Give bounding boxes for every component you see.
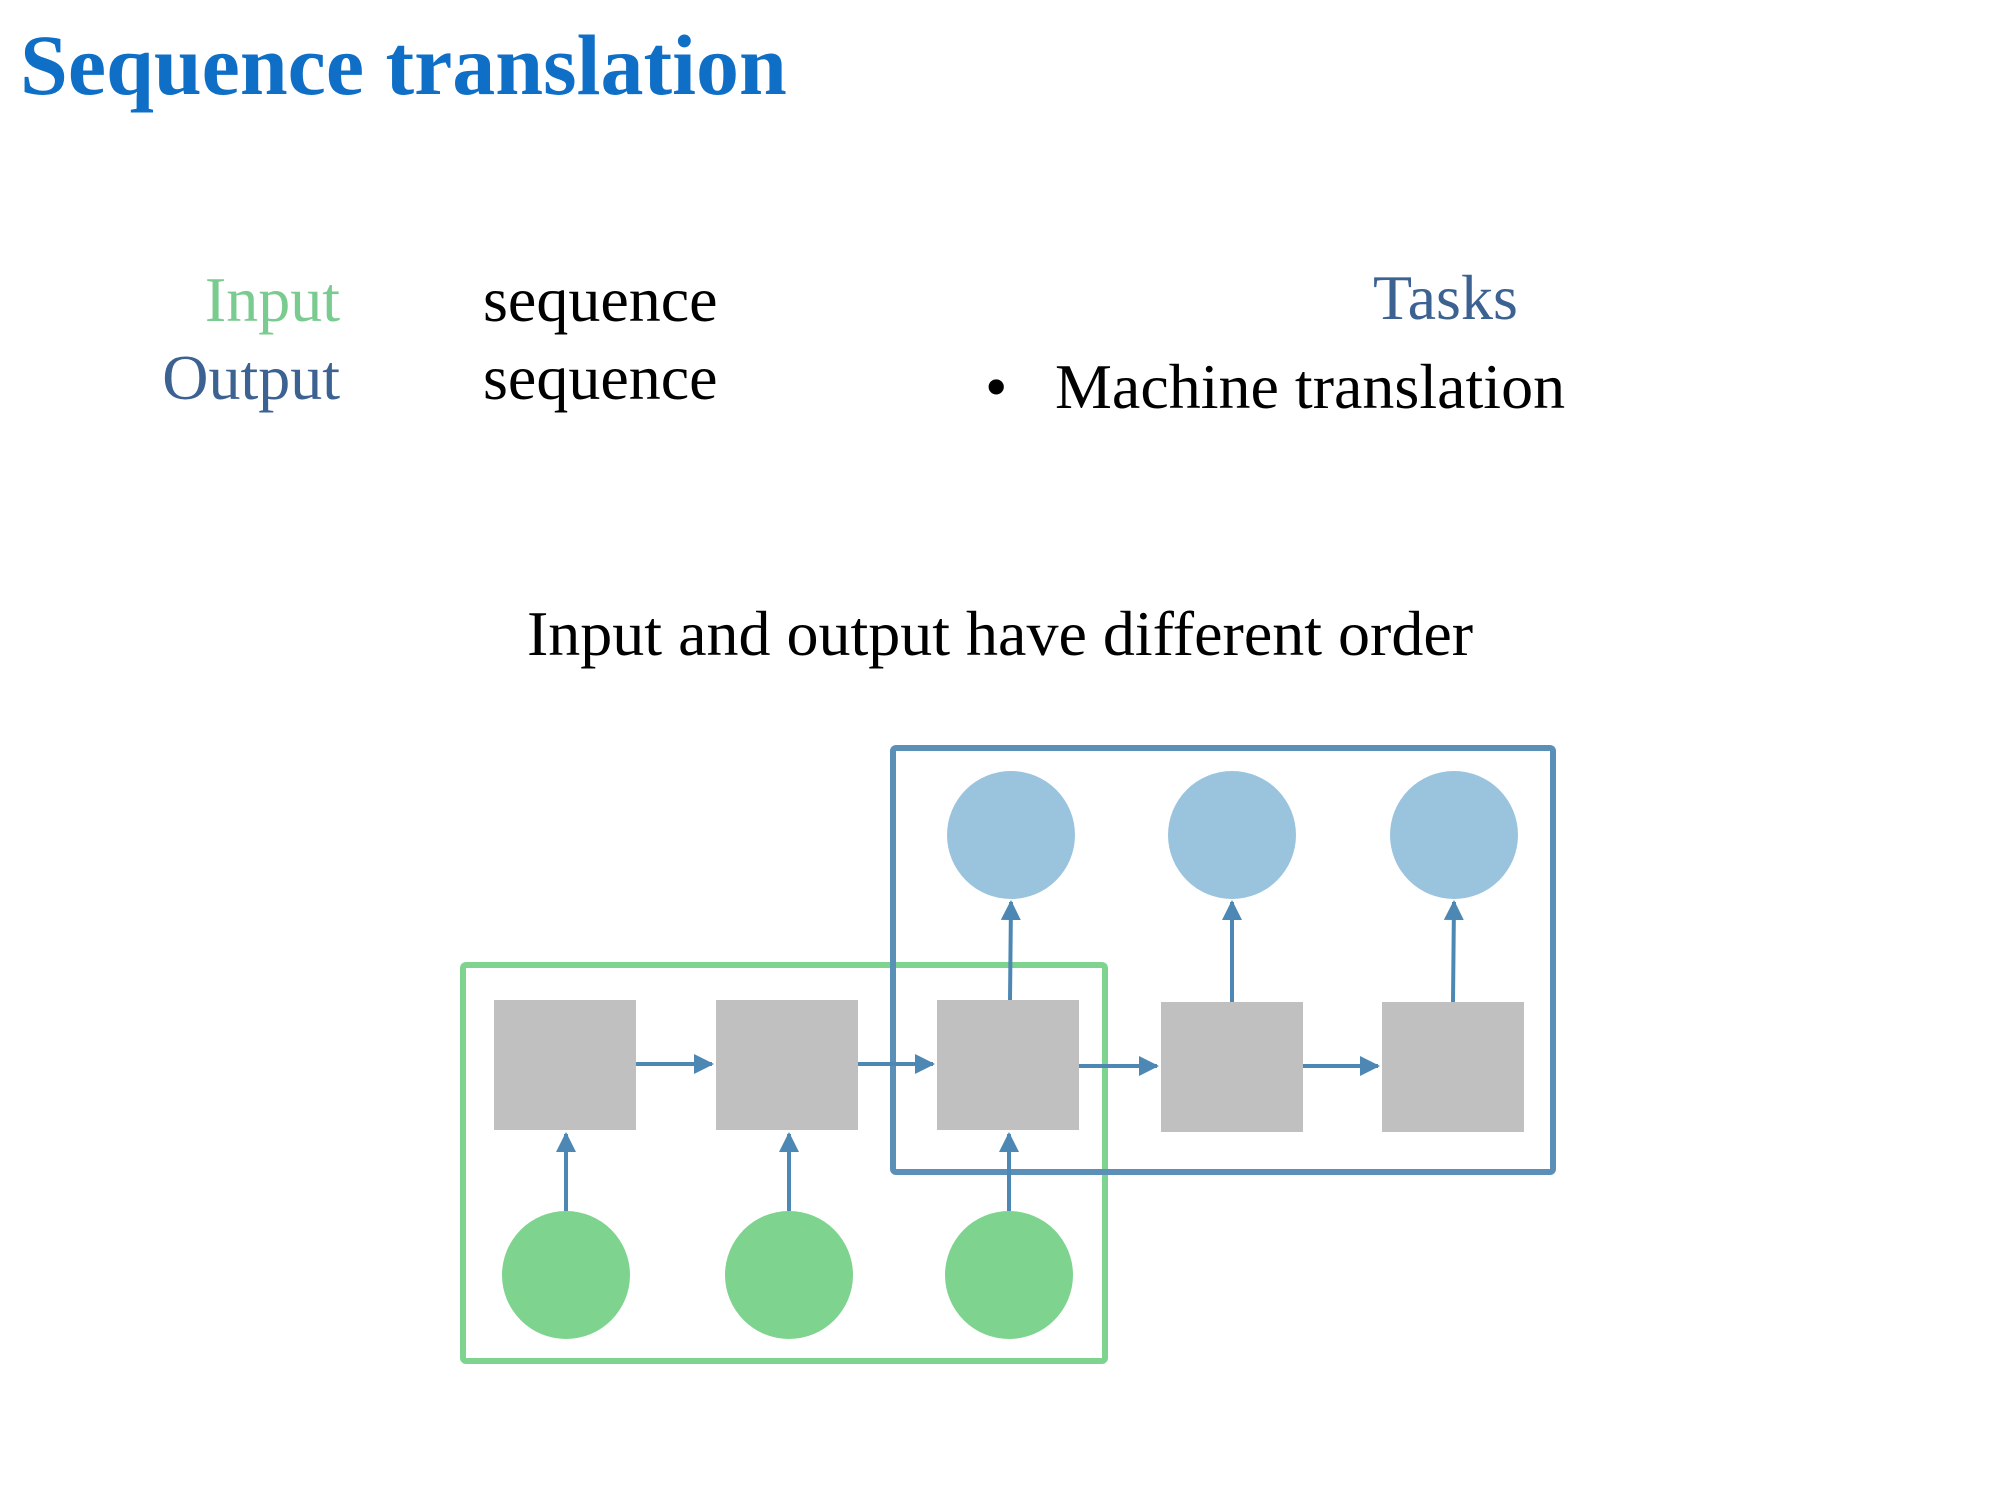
hidden-to-output-arrow [1000, 900, 1021, 1001]
task-item-label: Machine translation [1055, 351, 1566, 422]
output-node [1168, 771, 1296, 899]
output-node [947, 771, 1075, 899]
hidden-node [1382, 1002, 1524, 1132]
output-node [1390, 771, 1518, 899]
output-label: Output [162, 342, 340, 413]
input-value: sequence [483, 264, 718, 335]
input-node [945, 1211, 1073, 1339]
input-node [502, 1211, 630, 1339]
input-label: Input [204, 264, 340, 335]
input-node [725, 1211, 853, 1339]
task-list: • Machine translation [985, 355, 1565, 419]
bullet-icon: • [985, 351, 1008, 422]
encoder-group-box [460, 962, 1108, 1364]
output-value: sequence [483, 342, 718, 413]
task-item: • Machine translation [985, 355, 1565, 419]
hidden-node [494, 1000, 636, 1130]
diagram-caption: Input and output have different order [526, 598, 1474, 669]
hidden-node [937, 1000, 1079, 1130]
tasks-heading: Tasks [1373, 262, 1518, 333]
hidden-to-output-arrow [1443, 900, 1464, 1003]
hidden-node [716, 1000, 858, 1130]
hidden-node [1161, 1002, 1303, 1132]
page-title: Sequence translation [20, 17, 787, 113]
decoder-group-box [890, 745, 1556, 1175]
